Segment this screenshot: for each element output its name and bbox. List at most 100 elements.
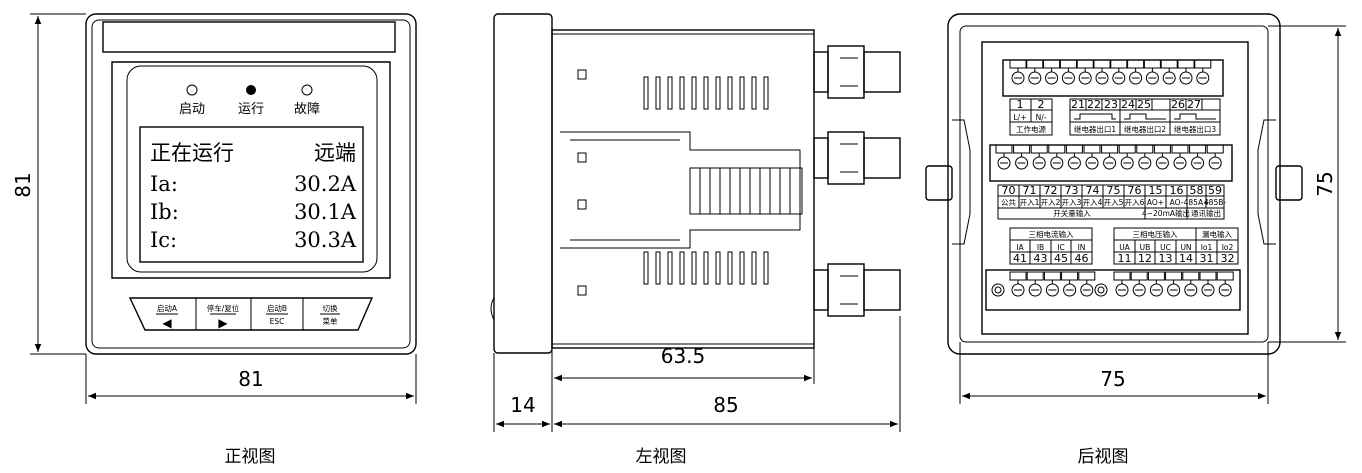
terminal-slot (1165, 271, 1183, 281)
terminal-slot (1059, 59, 1077, 69)
row3-term-31: 31 (1200, 252, 1214, 265)
bottom-terminal-screws (1009, 271, 1234, 297)
term-2: 2 (1038, 98, 1045, 111)
group-voltage-input: 三相电压输入 (1133, 229, 1178, 239)
row3-label: IB (1037, 243, 1044, 252)
indicator-fault-label: 故障 (294, 102, 320, 117)
group-relay-2: 继电器出口2 (1124, 124, 1166, 134)
terminal-slot (1009, 271, 1027, 281)
terminal-slot (1013, 144, 1031, 154)
indicator-start-label: 启动 (179, 102, 205, 117)
terminal-slot (1009, 59, 1027, 69)
button-start-b-label: 启动B (267, 303, 287, 313)
rear-view: 1 2 L/+ N/- 工作电源 21 22 23 24 25 26 27 继电… (925, 13, 1346, 467)
row2-sub-label: 开入2 (1041, 198, 1061, 207)
terminal-slot (1153, 144, 1171, 154)
indicator-run-label: 运行 (238, 102, 264, 117)
row2-term-73: 73 (1065, 184, 1079, 197)
row2-sub-label: 开入1 (1020, 198, 1040, 207)
row2-sub-label: 485A+ (1184, 198, 1210, 207)
terminal-slot (1048, 144, 1066, 154)
lcd-screen (139, 126, 364, 263)
terminal-slot (1065, 144, 1083, 154)
row2-term-74: 74 (1086, 184, 1100, 197)
row3-term-13: 13 (1159, 252, 1173, 265)
row3-label: Io1 (1201, 243, 1213, 252)
row3-label: UC (1160, 243, 1171, 252)
row2-term-58: 58 (1190, 184, 1204, 197)
term-1: 1 (1017, 98, 1024, 111)
row2-sub-label: 开入5 (1104, 198, 1124, 207)
term-2-sub: N/- (1036, 113, 1047, 122)
group-relay-3: 继电器出口3 (1174, 124, 1216, 134)
row2-term-71: 71 (1023, 184, 1037, 197)
side-front-thickness-dimension: 14 (510, 393, 535, 417)
side-view-caption: 左视图 (636, 447, 687, 467)
lcd-ia-label: Ia: (150, 172, 178, 196)
row2-label-table (997, 184, 1225, 220)
group-comm-output: 通讯输出 (1191, 208, 1221, 218)
row3-label: IC (1057, 243, 1064, 252)
terminal-slot (1043, 271, 1061, 281)
button-stop-reset-label: 停车/复位 (207, 303, 240, 313)
row3-term-41: 41 (1013, 252, 1027, 265)
button-start-a[interactable]: 启动A ◀ (156, 303, 178, 330)
term-25: 25 (1137, 98, 1151, 111)
rear-width-dimension: 75 (1100, 367, 1125, 391)
front-height-dimension: 81 (11, 172, 35, 197)
terminal-slot (1147, 271, 1165, 281)
terminal-slot (1189, 144, 1207, 154)
lcd-status-text: 正在运行 (150, 141, 234, 165)
lcd-ic-value: 30.3A (294, 228, 357, 252)
top-terminal-screws (1009, 59, 1212, 85)
term-21: 21 (1071, 98, 1085, 111)
row2-sub-label: AO- (1170, 198, 1184, 207)
terminal-slot (1101, 144, 1119, 154)
term-24: 24 (1121, 98, 1135, 111)
row2-sub-label: 开入6 (1125, 198, 1145, 207)
row3-label-tables (1009, 227, 1239, 265)
row2-term-70: 70 (1002, 184, 1016, 197)
row2-sub-label: AO+ (1147, 198, 1164, 207)
terminal-slot (1043, 59, 1061, 69)
row1-label-table (1009, 98, 1221, 136)
terminal-slot (1216, 271, 1234, 281)
group-analog-output: 4~20mA输出 (1142, 208, 1190, 218)
terminal-slot (1093, 59, 1111, 69)
rear-view-caption: 后视图 (1078, 447, 1129, 467)
group-relay-1: 继电器出口1 (1074, 124, 1116, 134)
button-start-b[interactable]: 启动B ESC (266, 303, 288, 326)
terminal-slot (1206, 144, 1224, 154)
row3-label: UA (1119, 243, 1130, 252)
row3-term-32: 32 (1221, 252, 1235, 265)
button-menu-label: 菜单 (323, 316, 338, 326)
terminal-slot (1127, 59, 1145, 69)
row3-term-45: 45 (1054, 252, 1068, 265)
lcd-ib-value: 30.1A (294, 200, 357, 224)
term-26: 26 (1171, 98, 1185, 111)
button-switch-menu[interactable]: 切换 菜单 (320, 303, 340, 326)
button-stop-reset[interactable]: 停车/复位 ▶ (207, 303, 240, 330)
row3-term-14: 14 (1179, 252, 1193, 265)
terminal-slot (1076, 59, 1094, 69)
term-22: 22 (1087, 98, 1101, 111)
row2-term-15: 15 (1149, 184, 1163, 197)
row2-term-59: 59 (1208, 184, 1222, 197)
terminal-slot (1182, 271, 1200, 281)
terminal-slot (1194, 59, 1212, 69)
row3-label: IA (1016, 243, 1024, 252)
term-27: 27 (1187, 98, 1201, 111)
left-arrow-icon: ◀ (162, 316, 172, 330)
row2-term-16: 16 (1170, 184, 1184, 197)
row3-label: IN (1078, 243, 1086, 252)
term-1-sub: L/+ (1014, 113, 1027, 122)
button-start-a-label: 启动A (157, 303, 178, 313)
row3-label: UN (1180, 243, 1191, 252)
terminal-slot (1130, 271, 1148, 281)
side-view: 63.5 14 85 左视图 (490, 13, 901, 467)
terminal-slot (1078, 271, 1096, 281)
terminal-slot (1061, 271, 1079, 281)
right-arrow-icon: ▶ (218, 316, 228, 330)
row3-term-11: 11 (1118, 252, 1132, 265)
